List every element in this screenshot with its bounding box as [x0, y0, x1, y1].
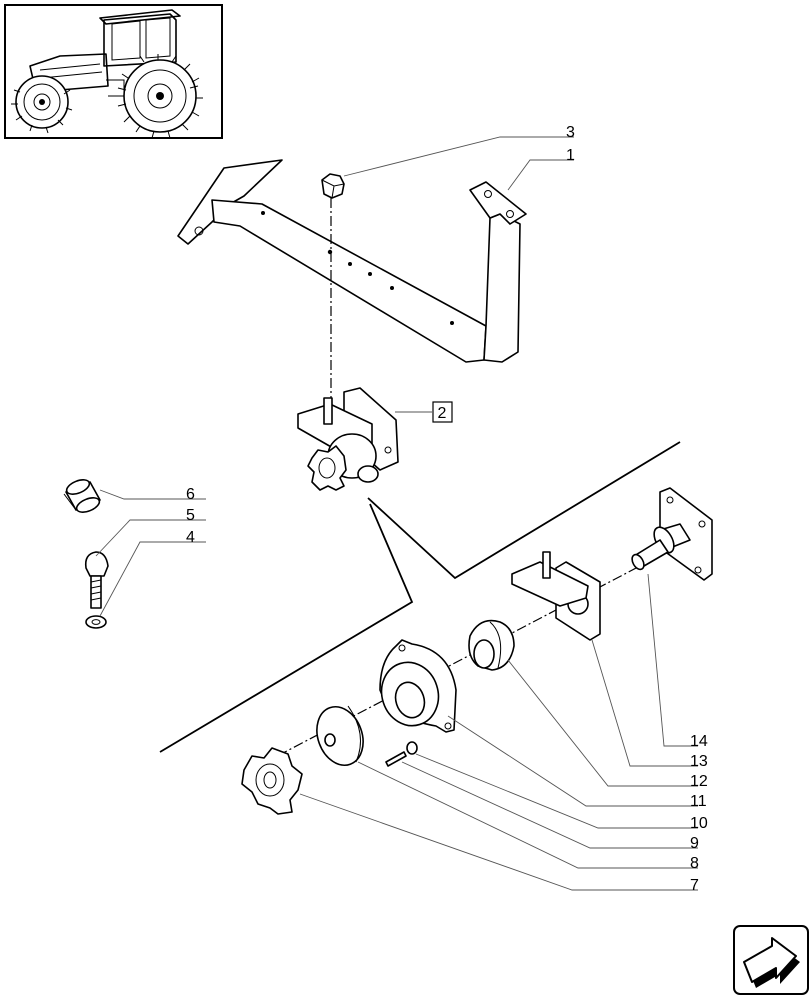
small-screw	[385, 741, 418, 767]
sleeve	[63, 479, 101, 513]
callout-8: 8	[690, 855, 699, 872]
callout-12: 12	[690, 773, 708, 790]
bearing-insert	[468, 619, 515, 671]
bolt	[84, 551, 109, 609]
flanged-spindle	[631, 487, 713, 581]
hand-knob	[241, 747, 303, 815]
mounting-plate	[511, 551, 601, 641]
callout-3: 3	[566, 124, 575, 141]
next-page-button[interactable]	[733, 925, 809, 995]
tractor-icon	[11, 9, 203, 139]
detail-boundary	[159, 441, 681, 753]
callout-2: 2	[395, 401, 453, 423]
callout-numbers: 1 3 6 5 4 14 13 12 11 10 9 8 7	[186, 124, 708, 894]
callout-label: 2	[438, 405, 447, 422]
callout-7: 7	[690, 877, 699, 894]
callout-9: 9	[690, 835, 699, 852]
support-bracket	[177, 159, 527, 363]
callout-11: 11	[690, 793, 707, 810]
washer	[85, 615, 107, 629]
nut	[321, 173, 345, 199]
next-page-arrow-icon	[743, 937, 800, 988]
dome-cover	[316, 705, 364, 766]
callout-14: 14	[690, 733, 708, 750]
leader-lines	[95, 136, 698, 891]
callout-5: 5	[186, 507, 195, 524]
callout-10: 10	[690, 815, 708, 832]
bearing-assembly	[297, 387, 399, 491]
callout-13: 13	[690, 753, 708, 770]
callout-6: 6	[186, 486, 195, 503]
callout-1: 1	[566, 147, 575, 164]
callout-4: 4	[186, 529, 195, 546]
tractor-thumbnail	[4, 4, 223, 139]
flanged-housing	[379, 639, 457, 733]
